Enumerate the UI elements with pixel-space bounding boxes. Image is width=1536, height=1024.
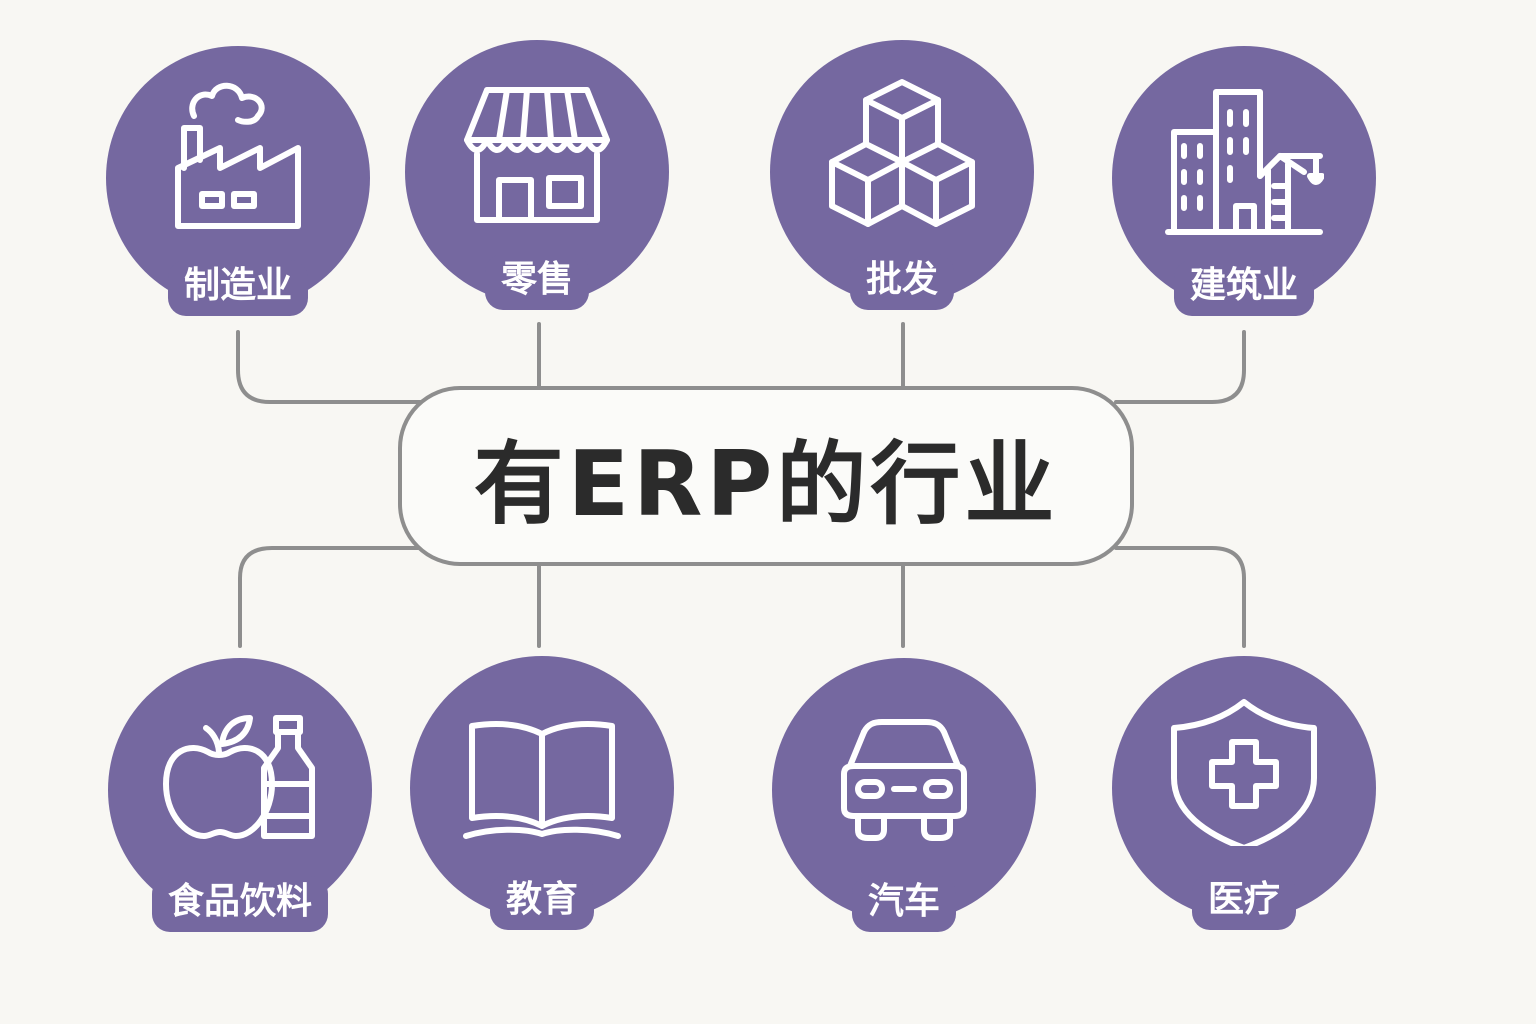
industry-node-automotive[interactable]: 汽车: [772, 658, 1036, 932]
buildings-crane-icon: [1165, 89, 1324, 235]
industry-node-education[interactable]: 教育: [410, 656, 674, 930]
industry-node-manufacturing[interactable]: 制造业: [106, 46, 370, 316]
connector-medical: [1114, 546, 1246, 648]
industry-label: 食品饮料: [151, 876, 329, 932]
connector-food: [238, 546, 420, 648]
connector-manufacturing: [236, 330, 422, 404]
industry-label: 零售: [484, 254, 590, 310]
center-title: 有ERP的行业: [473, 432, 1059, 537]
storefront-icon: [464, 87, 610, 223]
apple-bottle-icon: [163, 715, 315, 839]
industry-node-wholesale[interactable]: 批发: [770, 40, 1034, 310]
industry-label: 汽车: [851, 876, 957, 932]
factory-icon: [175, 82, 301, 229]
industry-node-retail[interactable]: 零售: [405, 40, 669, 310]
industry-label: 批发: [849, 254, 955, 310]
industry-node-food-beverage[interactable]: 食品饮料: [108, 658, 372, 932]
center-topic-box: 有ERP的行业: [398, 386, 1134, 566]
industry-label: 制造业: [167, 260, 309, 316]
medical-shield-icon: [1171, 699, 1317, 846]
car-icon: [841, 719, 967, 841]
open-book-icon: [463, 721, 621, 839]
industry-label: 医疗: [1191, 874, 1297, 930]
industry-node-medical[interactable]: 医疗: [1112, 656, 1376, 930]
industry-node-construction[interactable]: 建筑业: [1112, 46, 1376, 316]
industry-label: 建筑业: [1173, 260, 1315, 316]
industry-label: 教育: [489, 874, 595, 930]
connector-construction: [1114, 330, 1246, 404]
stacked-boxes-icon: [829, 79, 975, 227]
